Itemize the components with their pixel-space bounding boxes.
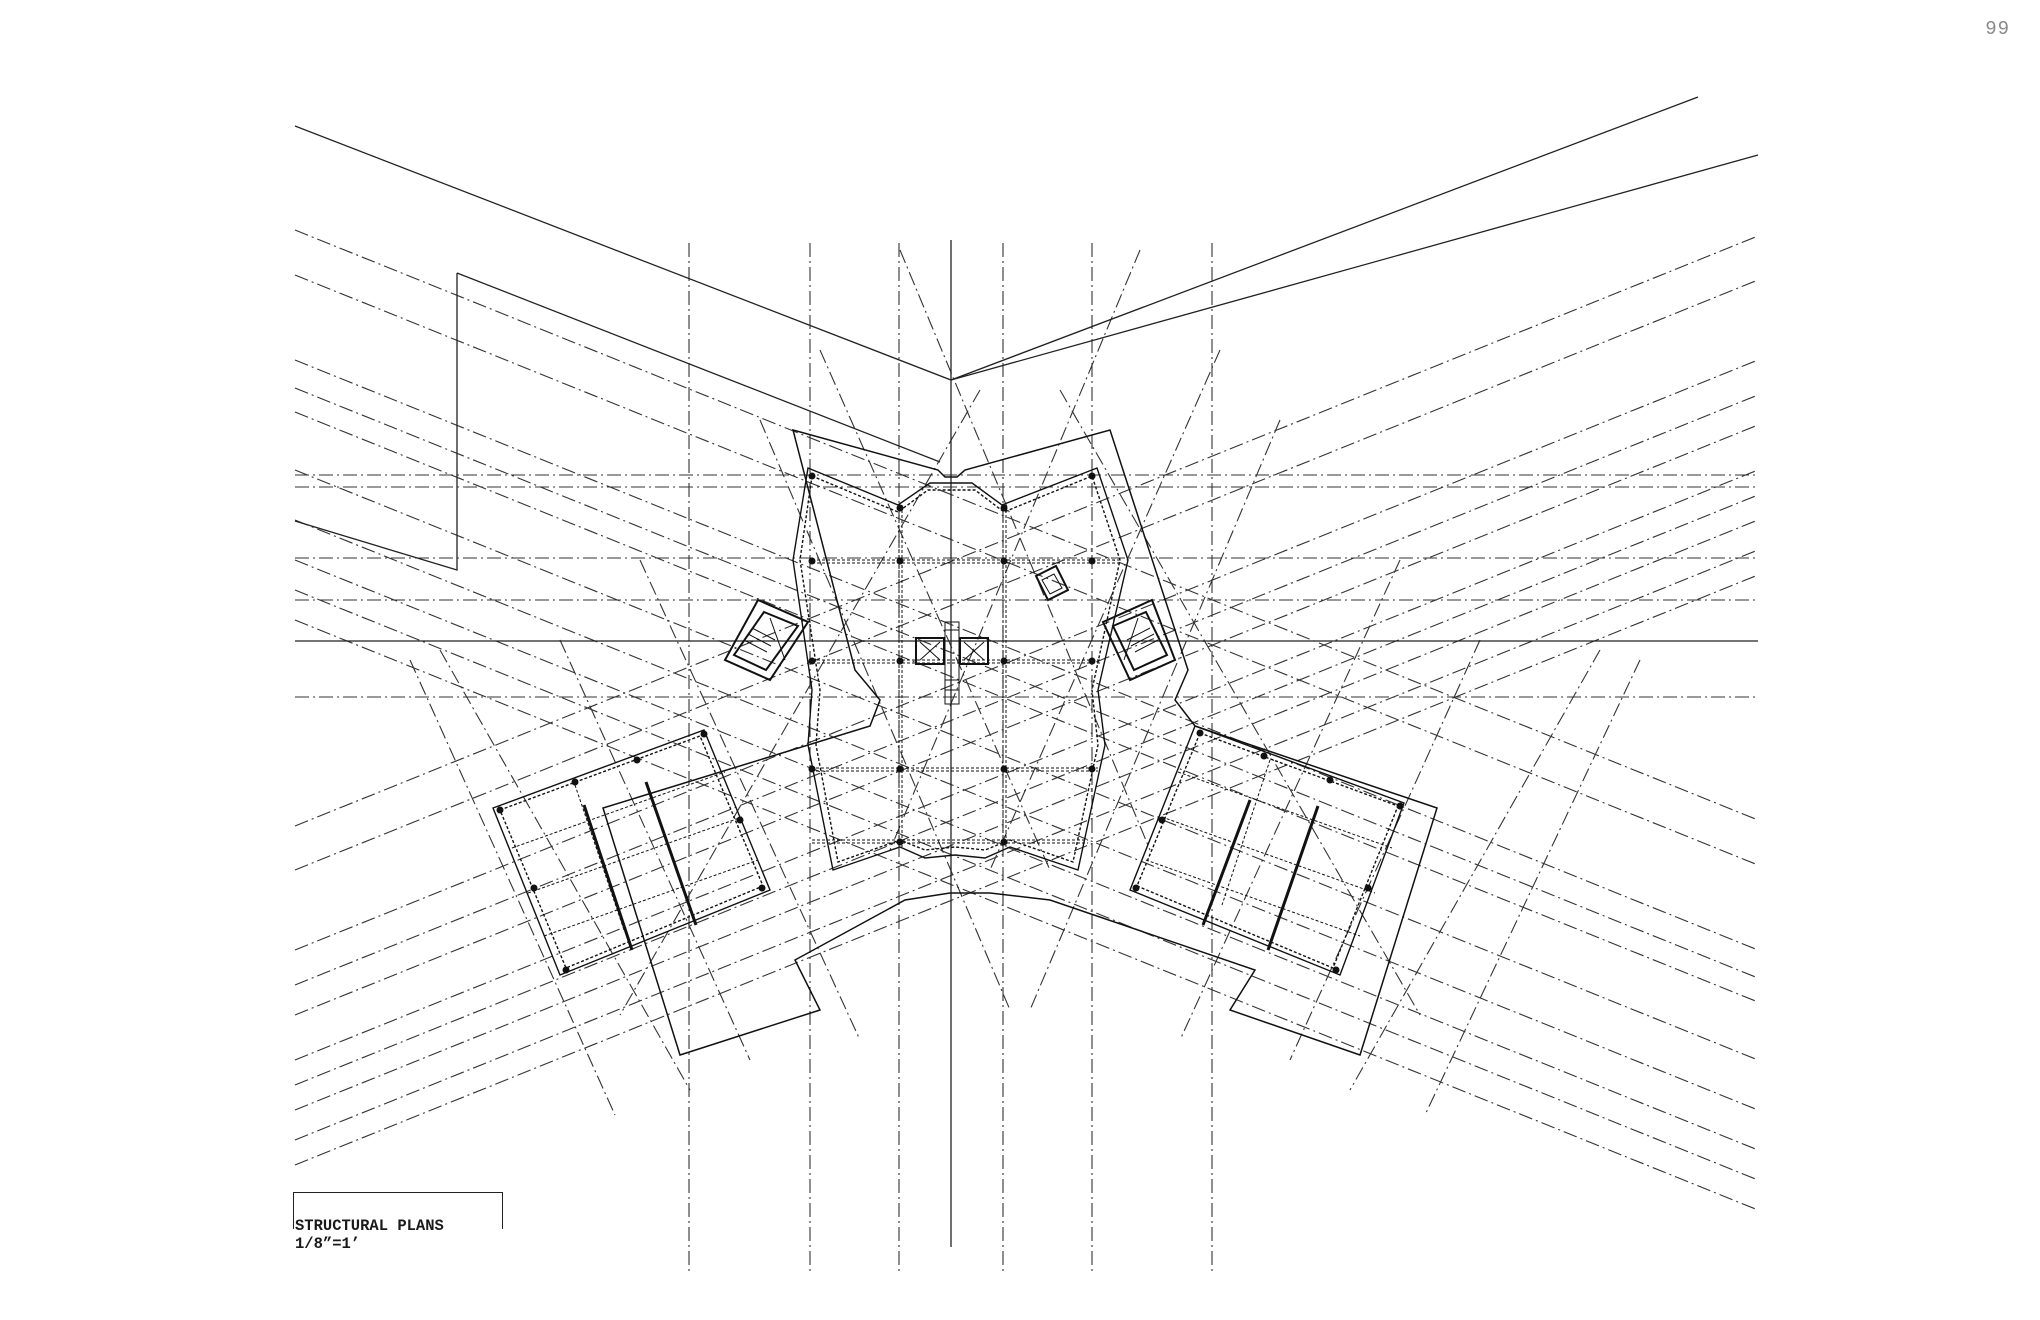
drawing-title: STRUCTURAL PLANS [295,1217,444,1235]
stair-core-left [723,598,810,682]
drawing-scale: 1/8”=1’ [295,1235,361,1253]
building-outer-footprint [602,428,1438,1056]
right-wing-plan [1129,725,1405,976]
stair-core-right [1101,598,1177,682]
grid-lines [294,229,1759,1275]
elevator-core [915,564,1070,705]
drawing-caption: STRUCTURAL PLANS 1/8”=1’ [295,1217,444,1253]
central-floor-plate [792,467,1129,871]
title-block-frame [293,1192,503,1229]
left-wing-plan [492,729,771,976]
page-number: 99 [1985,18,2010,40]
reference-lines [294,96,1759,1247]
